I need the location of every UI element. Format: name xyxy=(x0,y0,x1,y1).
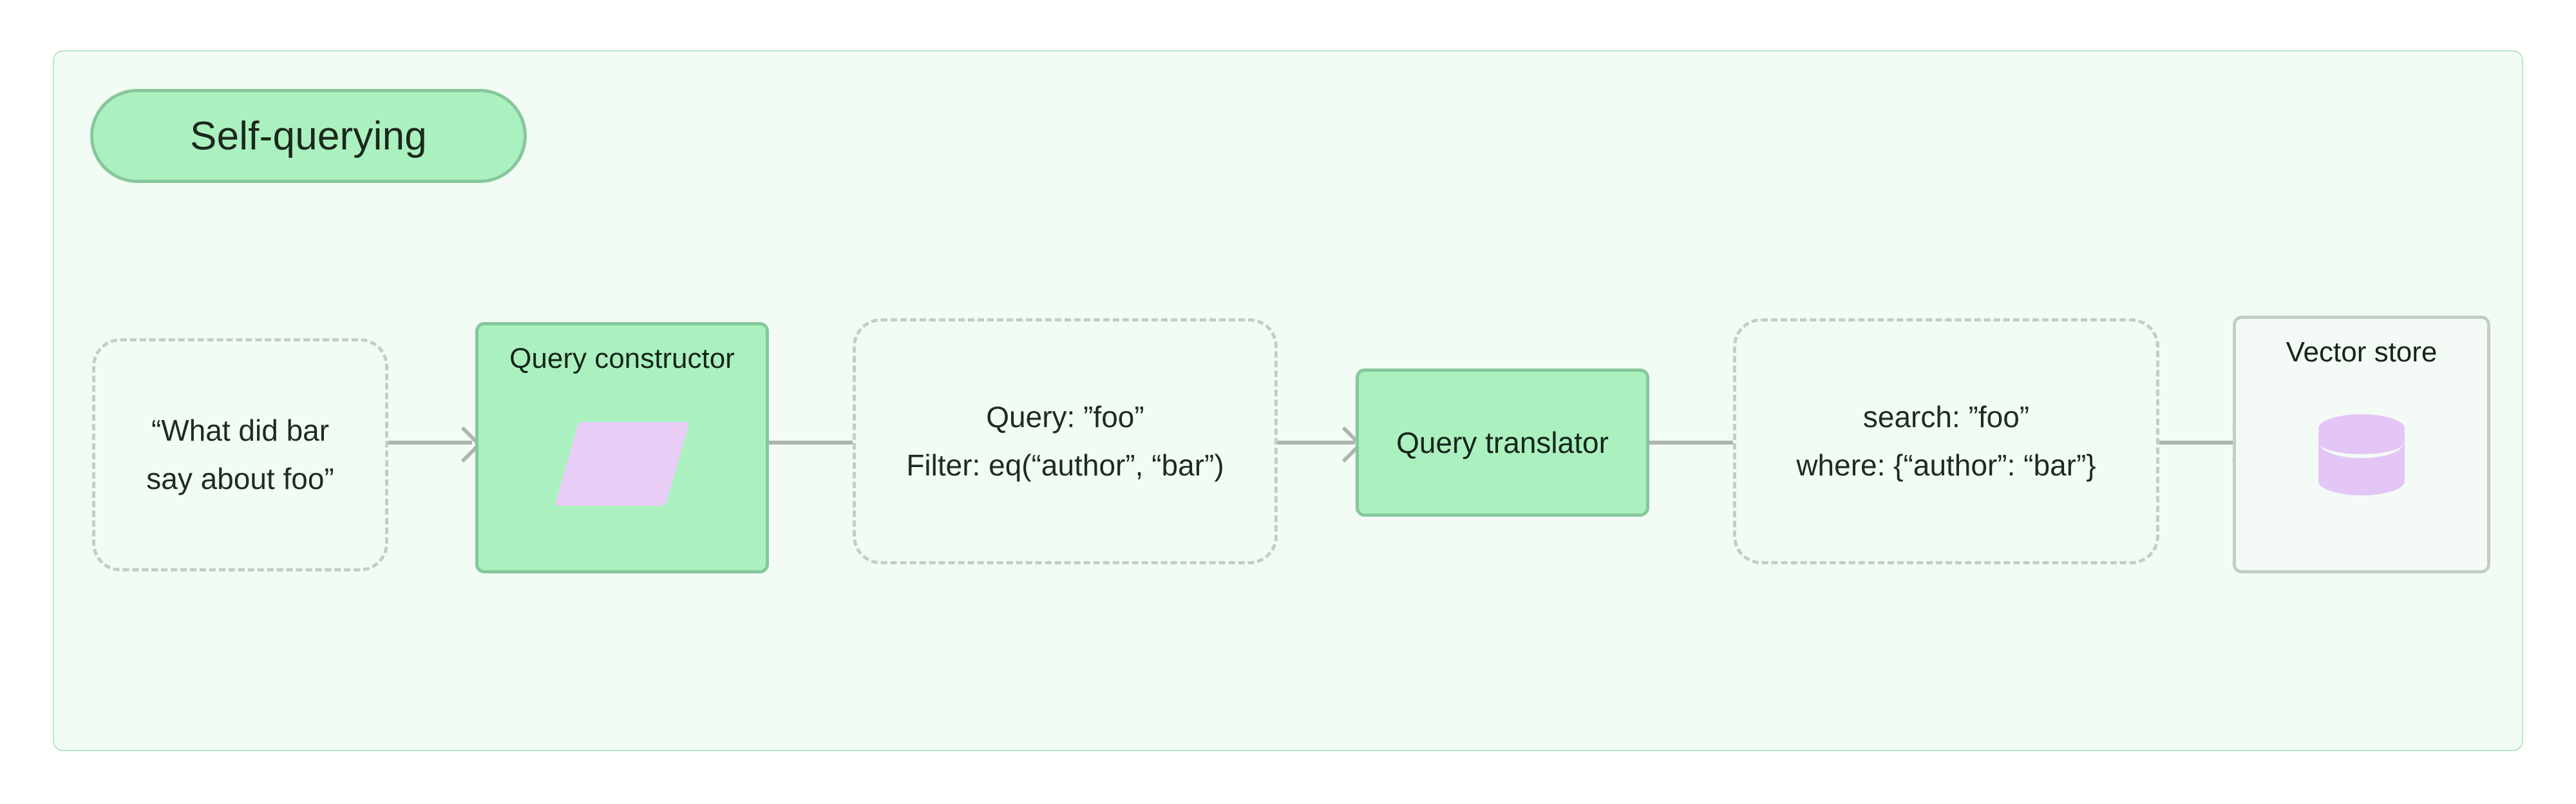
query-translator-label: Query translator xyxy=(1396,426,1609,459)
connector-translated-query-to-vector-store xyxy=(2159,441,2242,445)
database-cylinder-icon xyxy=(2318,414,2405,497)
node-query-translator[interactable]: Query translator xyxy=(1356,368,1649,517)
structured-query-line-2: Filter: eq(“author”, “bar”) xyxy=(906,448,1224,482)
query-constructor-label: Query constructor xyxy=(509,343,735,374)
group-title-label: Self-querying xyxy=(190,113,427,158)
connector-user-question-to-query-constructor xyxy=(388,441,472,445)
vector-store-icon-wrap xyxy=(2236,414,2487,497)
connector-query-translator-to-translated-query xyxy=(1649,441,1733,445)
connector-structured-query-to-query-translator xyxy=(1278,441,1355,445)
vector-store-label: Vector store xyxy=(2286,336,2438,368)
user-question-line-2: say about foo” xyxy=(146,462,334,495)
translated-query-line-2: where: {“author”: “bar”} xyxy=(1796,448,2096,482)
node-query-constructor[interactable]: Query constructor xyxy=(475,322,769,573)
group-title-badge: Self-querying xyxy=(90,89,527,183)
connector-query-constructor-to-structured-query xyxy=(769,441,853,445)
query-constructor-icon-wrap xyxy=(478,422,766,506)
structured-query-line-1: Query: ”foo” xyxy=(986,400,1144,434)
node-user-question: “What did bar say about foo” xyxy=(92,338,388,571)
translated-query-line-1: search: ”foo” xyxy=(1862,400,2030,434)
node-translated-query: search: ”foo” where: {“author”: “bar”} xyxy=(1733,318,2159,564)
parallelogram-icon xyxy=(554,422,690,506)
cylinder-seam xyxy=(2320,428,2403,458)
node-vector-store[interactable]: Vector store xyxy=(2233,316,2490,573)
user-question-line-1: “What did bar xyxy=(151,414,330,448)
node-structured-query: Query: ”foo” Filter: eq(“author”, “bar”) xyxy=(853,318,1278,564)
